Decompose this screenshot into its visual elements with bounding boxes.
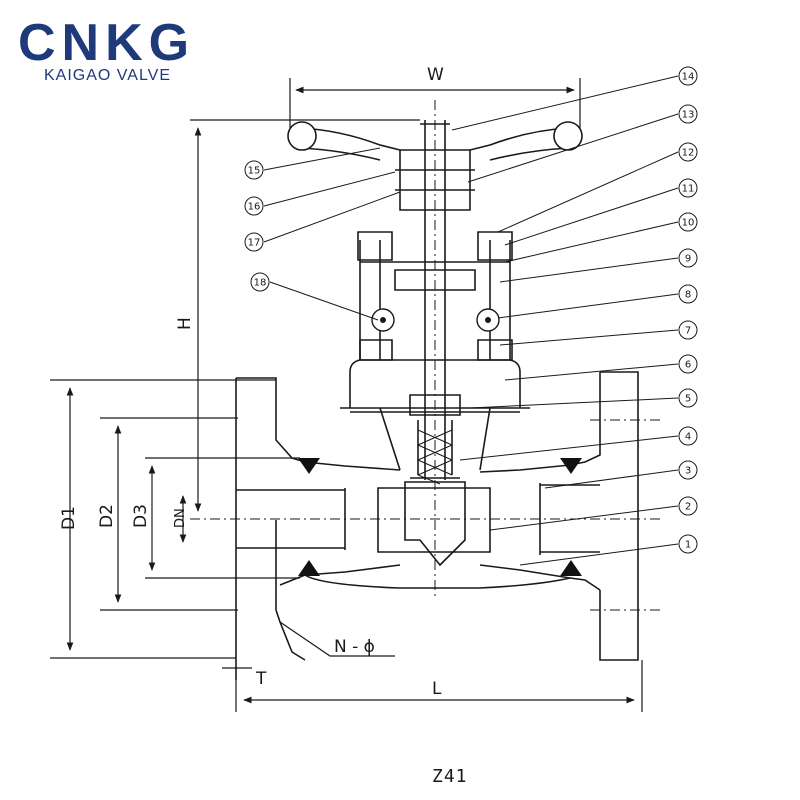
callout-balloon-11 bbox=[678, 178, 698, 198]
callout-number-8: 8 bbox=[685, 290, 691, 301]
callout-leader-12 bbox=[497, 151, 679, 233]
callout-number-7: 7 bbox=[685, 326, 691, 337]
callout-balloon-4 bbox=[678, 426, 698, 446]
model-number: Z41 bbox=[432, 766, 468, 787]
callout-number-4: 4 bbox=[685, 432, 691, 443]
callout-balloon-5 bbox=[678, 388, 698, 408]
callout-number-9: 9 bbox=[685, 254, 691, 265]
callout-leader-10 bbox=[504, 221, 679, 263]
callout-number-3: 3 bbox=[685, 466, 691, 477]
label-t: T bbox=[255, 669, 267, 689]
label-d1: D1 bbox=[59, 506, 79, 530]
weld-marks bbox=[298, 458, 582, 576]
callout-leader-1 bbox=[519, 543, 679, 566]
callout-number-12: 12 bbox=[682, 148, 695, 159]
callout-balloon-9 bbox=[678, 248, 698, 268]
logo-mark: CNKG bbox=[18, 14, 195, 72]
hinge-bolt-centers bbox=[380, 317, 491, 323]
left-body-upper-contour bbox=[236, 377, 306, 463]
callout-balloon-8 bbox=[678, 284, 698, 304]
callout-number-5: 5 bbox=[685, 394, 691, 405]
bolt-leader bbox=[279, 621, 395, 657]
callout-balloon-17 bbox=[244, 232, 264, 252]
callout-number-10: 10 bbox=[682, 218, 695, 229]
callout-leader-7 bbox=[499, 329, 679, 346]
callout-number-11: 11 bbox=[682, 184, 695, 195]
callout-number-6: 6 bbox=[685, 360, 691, 371]
callout-number-13: 13 bbox=[682, 110, 695, 121]
callout-leader-17 bbox=[263, 191, 401, 243]
callout-leader-15 bbox=[263, 147, 381, 171]
callout-balloon-7 bbox=[678, 320, 698, 340]
callout-leader-16 bbox=[263, 171, 396, 207]
left-gland-bolt-nut bbox=[357, 231, 393, 261]
callout-balloon-13 bbox=[678, 104, 698, 124]
company-name: KAIGAO VALVE bbox=[44, 67, 171, 84]
callout-balloon-10 bbox=[678, 212, 698, 232]
callout-leader-6 bbox=[504, 363, 679, 381]
left-flange-lower-fillet bbox=[275, 609, 306, 661]
callout-leader-18 bbox=[269, 281, 379, 321]
label-d2: D2 bbox=[97, 504, 117, 528]
callout-number-15: 15 bbox=[248, 166, 261, 177]
wedge-disc bbox=[404, 481, 466, 567]
label-dn: DN bbox=[173, 508, 188, 528]
label-bolt: N - ϕ bbox=[334, 637, 375, 657]
callout-balloon-6 bbox=[678, 354, 698, 374]
callout-leader-3 bbox=[544, 469, 679, 489]
center-lines bbox=[190, 100, 660, 611]
right-gland-bolt-nut bbox=[477, 231, 513, 261]
callout-balloon-15 bbox=[244, 160, 264, 180]
callout-leader-13 bbox=[467, 113, 679, 183]
callout-balloon-1 bbox=[678, 534, 698, 554]
callout-balloon-16 bbox=[244, 196, 264, 216]
callout-number-2: 2 bbox=[685, 502, 691, 513]
callout-number-18: 18 bbox=[254, 278, 267, 289]
callout-number-1: 1 bbox=[685, 540, 691, 551]
callout-leader-5 bbox=[469, 397, 679, 409]
callout-balloon-12 bbox=[678, 142, 698, 162]
callout-balloon-14 bbox=[678, 66, 698, 86]
label-l: L bbox=[432, 679, 442, 699]
valve-body-outline bbox=[235, 120, 639, 680]
dimension-labels: W H D1 D2 D3 DN L T N - ϕ bbox=[59, 65, 444, 699]
callout-leader-2 bbox=[489, 505, 679, 531]
seat-ring bbox=[377, 487, 491, 553]
right-flange bbox=[599, 371, 639, 661]
callout-balloon-18 bbox=[250, 272, 270, 292]
label-h: H bbox=[175, 317, 195, 330]
callout-balloon-2 bbox=[678, 496, 698, 516]
callout-leader-9 bbox=[499, 257, 679, 283]
brand-logo: CNKG KAIGAO VALVE bbox=[18, 14, 195, 84]
label-d3: D3 bbox=[131, 504, 151, 528]
callout-leader-14 bbox=[451, 75, 679, 131]
dimension-lines bbox=[50, 78, 643, 712]
handwheel-rim bbox=[287, 121, 583, 151]
callout-number-14: 14 bbox=[682, 72, 695, 83]
callout-leader-4 bbox=[459, 435, 679, 461]
callout-number-17: 17 bbox=[248, 238, 261, 249]
callout-leader-8 bbox=[497, 293, 679, 319]
callout-leader-11 bbox=[504, 187, 679, 246]
label-w: W bbox=[427, 65, 444, 85]
callout-balloon-3 bbox=[678, 460, 698, 480]
callout-number-16: 16 bbox=[248, 202, 261, 213]
